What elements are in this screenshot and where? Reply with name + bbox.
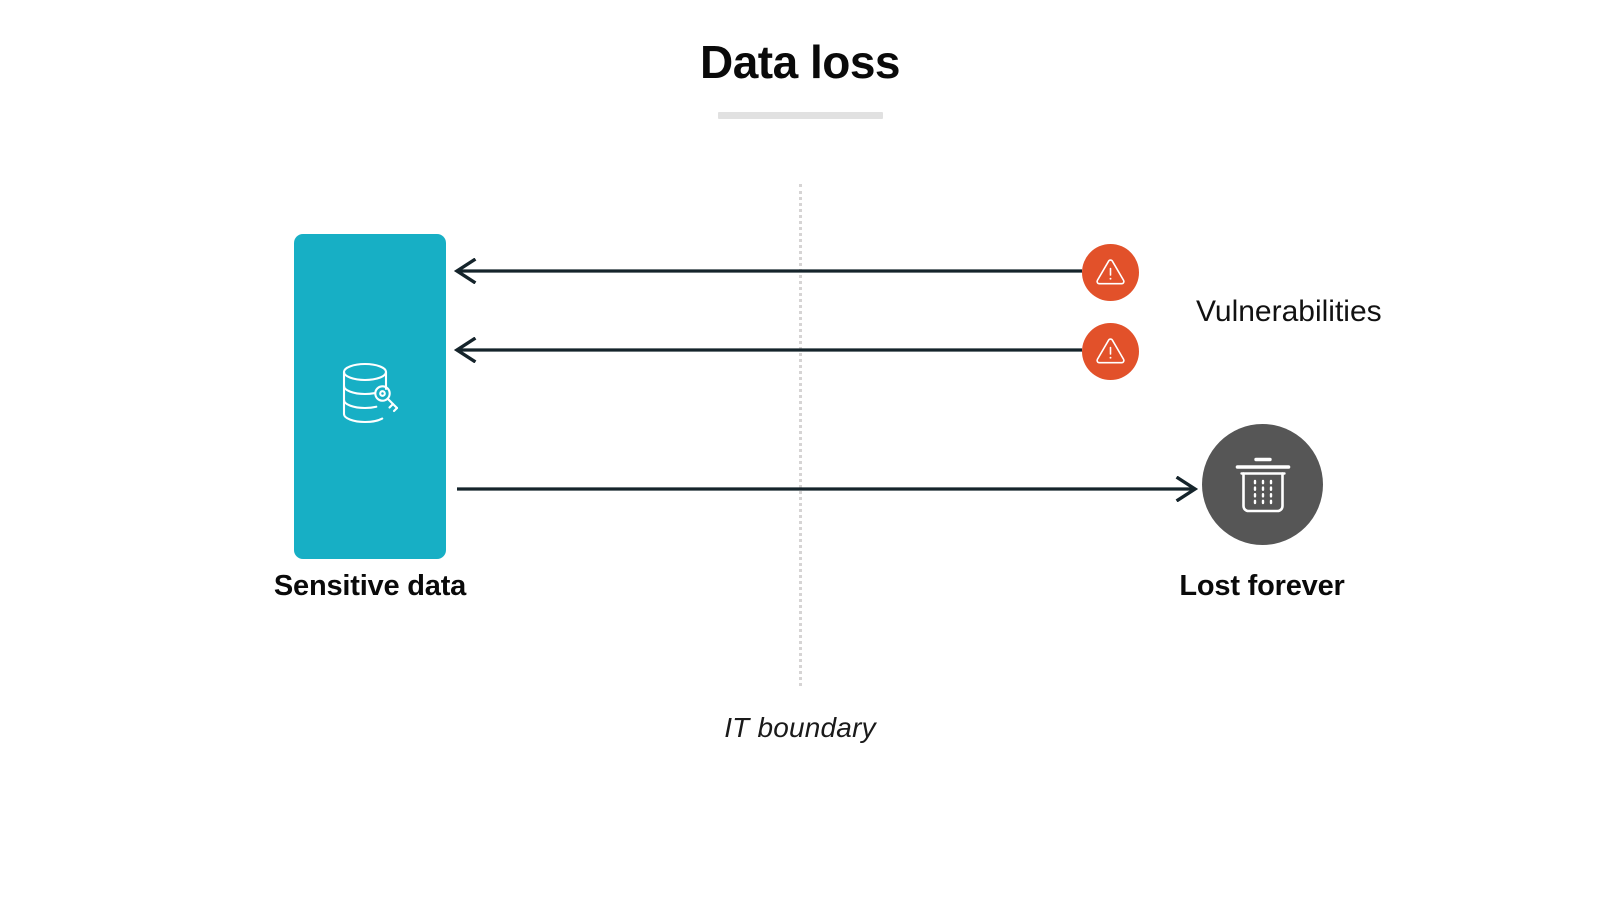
lost-forever-badge — [1202, 424, 1323, 545]
vulnerability-badge-2 — [1082, 323, 1139, 380]
database-key-icon — [338, 359, 402, 431]
page-title: Data loss — [699, 36, 901, 88]
it-boundary-label: IT boundary — [724, 712, 876, 743]
vulnerability-badge-1 — [1082, 244, 1139, 301]
lost-forever-label: Lost forever — [1179, 570, 1345, 602]
arrow-vulnerability-inbound-2 — [452, 337, 1082, 363]
sensitive-data-block — [294, 234, 446, 559]
sensitive-data-label: Sensitive data — [273, 570, 467, 602]
it-boundary-divider — [799, 184, 802, 686]
title-underline-rule — [718, 112, 883, 119]
vulnerabilities-label: Vulnerabilities — [1196, 295, 1382, 328]
arrow-data-loss-outbound — [457, 476, 1200, 502]
arrow-vulnerability-inbound-1 — [452, 258, 1082, 284]
